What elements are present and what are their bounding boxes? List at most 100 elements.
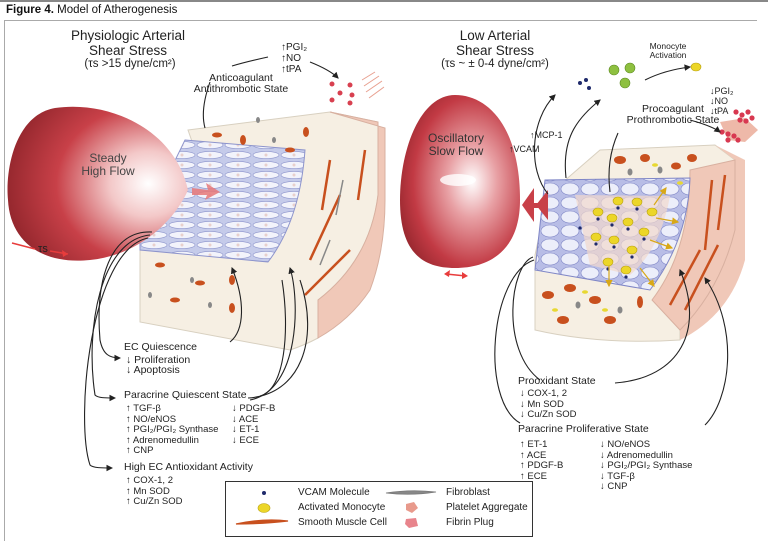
factor-pgi2-down: ↓PGI₂ — [710, 86, 734, 96]
shear-stress-symbol: τs — [38, 243, 48, 255]
paracrine-item: ↑ NO/eNOS — [126, 413, 177, 425]
vcam-molecules-free — [578, 78, 591, 90]
top-rule — [0, 0, 768, 2]
steady-high-flow-shape — [7, 106, 189, 261]
mcp1-label: ↑MCP-1 — [530, 130, 563, 140]
smooth-muscle-icon — [235, 519, 289, 525]
factor-pgi2-up: ↑PGI₂ — [281, 42, 308, 53]
adherent-monocytes — [578, 196, 658, 279]
oscillatory-line1: Oscillatory — [427, 131, 484, 145]
flow-direction-arrow-left — [192, 183, 220, 200]
paracrine-item: ↓ ACE — [232, 413, 259, 425]
monocyte-migration-arrows — [605, 187, 680, 288]
steady-high-flow-label: Steady High Flow — [68, 152, 148, 178]
paracrine-proliferative-col1: ↑ ET-1 ↑ ACE ↑ PDGF-B ↑ ECE — [520, 439, 564, 482]
antioxidant-item: ↑ COX-1, 2 — [126, 475, 173, 486]
oscillatory-slow-flow-label: Oscillatory Slow Flow — [416, 132, 496, 158]
proliferative-item: ↓ CNP — [600, 481, 628, 492]
antioxidant-item: ↑ Cu/Zn SOD — [126, 496, 183, 507]
proliferative-item: ↑ ACE — [520, 449, 547, 461]
legend-label-monocyte: Activated Monocyte — [298, 502, 386, 513]
figure-label: Figure 4. — [6, 4, 54, 16]
left-heading-sub: (τs >15 dyne/cm²) — [84, 58, 176, 70]
legend-label-smooth-muscle: Smooth Muscle Cell — [298, 517, 387, 528]
paracrine-item: ↓ PDGF-B — [232, 403, 276, 414]
factor-tpa-down: ↓tPA — [710, 106, 729, 116]
paracrine-item: ↑ CNP — [126, 445, 154, 456]
paracrine-proliferative-col2: ↓ NO/eNOS ↓ Adrenomedullin ↓ PGI₂/PGI₂ S… — [600, 439, 693, 493]
vcam-dot-icon — [262, 491, 266, 495]
paracrine-item: ↓ ET-1 — [232, 424, 260, 435]
fibroblast-icon — [385, 490, 437, 495]
right-top-factors: ↓PGI₂ ↓NO ↓tPA — [710, 86, 734, 116]
right-heading-sub: (τs ~ ± 0-4 dyne/cm²) — [441, 58, 549, 70]
paracrine-quiescent-title: Paracrine Quiescent State — [124, 389, 247, 401]
paracrine-item: ↓ ECE — [232, 434, 259, 446]
procoagulant-line2: Prothrombotic State — [626, 114, 720, 126]
ec-quiescence-item: ↓ Proliferation — [126, 353, 191, 366]
left-top-factors: ↑PGI₂ ↑NO ↑tPA — [281, 42, 307, 75]
proliferative-item: ↑ PDGF-B — [520, 460, 564, 471]
antioxidant-items: ↑ COX-1, 2 ↑ Mn SOD ↑ Cu/Zn SOD — [126, 475, 183, 508]
steady-line2: High Flow — [81, 164, 135, 178]
paracrine-quiescent-col2: ↓ PDGF-B ↓ ACE ↓ ET-1 ↓ ECE — [232, 403, 276, 446]
anticoagulant-state-label: Anticoagulant Antithrombotic State — [186, 73, 296, 95]
prooxidant-item: ↓ Mn SOD — [520, 398, 564, 410]
monocyte-activation-label: Monocyte Activation — [640, 42, 696, 60]
left-connectors — [84, 56, 339, 472]
right-heading-line2: Shear Stress — [455, 43, 535, 58]
prooxidant-items: ↓ COX-1, 2 ↓ Mn SOD ↓ Cu/Zn SOD — [520, 388, 577, 421]
anticoagulant-line2: Antithrombotic State — [193, 83, 289, 95]
proliferative-item: ↓ TGF-β — [600, 470, 635, 482]
paracrine-quiescent-col1: ↑ TGF-β ↑ NO/eNOS ↑ PGI₂/PGI₂ Synthase ↑… — [126, 403, 219, 457]
monocyte-icon — [257, 503, 271, 513]
paracrine-item: ↑ PGI₂/PGI₂ Synthase — [126, 424, 219, 435]
shear-stress-arrow — [11, 242, 69, 257]
right-vessel-wall — [534, 144, 745, 342]
right-heading-line1: Low Arterial — [459, 28, 531, 43]
legend-box: VCAM Molecule Activated Monocyte Smooth … — [225, 481, 533, 537]
oscillatory-line2: Slow Flow — [428, 144, 484, 158]
proliferative-item: ↑ ECE — [520, 470, 547, 482]
procoagulant-line1: Procoagulant — [642, 103, 704, 115]
ec-quiescence-block: EC Quiescence ↓ Proliferation ↓ Apoptosi… — [124, 342, 197, 376]
factor-tpa-up: ↑tPA — [281, 64, 302, 75]
activated-monocyte-top — [690, 62, 702, 72]
prooxidant-item: ↓ COX-1, 2 — [520, 388, 567, 399]
ec-quiescence-item: ↓ Apoptosis — [126, 364, 180, 376]
legend-icons — [235, 490, 437, 528]
flow-direction-arrow-right — [522, 188, 548, 222]
fibrin-icon — [405, 518, 418, 528]
paracrine-proliferative-title: Paracrine Proliferative State — [518, 423, 649, 435]
antioxidant-title: High EC Antioxidant Activity — [124, 461, 253, 473]
circulating-monocytes — [608, 62, 636, 89]
legend-label-platelet: Platelet Aggregate — [446, 502, 528, 513]
right-connectors — [494, 64, 729, 426]
prooxidant-title: Prooxidant State — [518, 375, 596, 387]
figure-frame — [4, 20, 757, 541]
prooxidant-item: ↓ Cu/Zn SOD — [520, 409, 577, 420]
left-heading-line2: Shear Stress — [88, 43, 168, 58]
left-heading: Physiologic Arterial Shear Stress — [58, 28, 198, 58]
vcam-label: ↑VCAM — [509, 144, 540, 154]
platelet-icon — [406, 502, 418, 513]
paracrine-item: ↑ Adrenomedullin — [126, 434, 199, 446]
left-vessel-wall — [139, 111, 386, 351]
oscillation-arrow — [444, 270, 468, 279]
anticoagulant-line1: Anticoagulant — [209, 72, 273, 84]
figure-caption: Figure 4. Model of Atherogenesis — [6, 4, 177, 16]
ec-quiescence-title: EC Quiescence — [124, 341, 197, 353]
procoagulant-state-label: Procoagulant Prothrombotic State — [618, 104, 728, 126]
right-heading: Low Arterial Shear Stress — [430, 28, 560, 58]
proliferative-item: ↑ ET-1 — [520, 439, 548, 450]
proliferative-item: ↓ Adrenomedullin — [600, 449, 673, 461]
steady-line1: Steady — [89, 151, 127, 165]
figure-title: Model of Atherogenesis — [57, 4, 178, 16]
left-heading-line1: Physiologic Arterial — [70, 28, 186, 43]
proliferative-item: ↓ PGI₂/PGI₂ Synthase — [600, 460, 693, 471]
monocyte-activation-line1: Monocyte — [649, 41, 687, 51]
fibrin-strands-left — [361, 71, 385, 99]
legend-label-vcam: VCAM Molecule — [298, 487, 370, 498]
factor-no-up: ↑NO — [281, 53, 301, 64]
